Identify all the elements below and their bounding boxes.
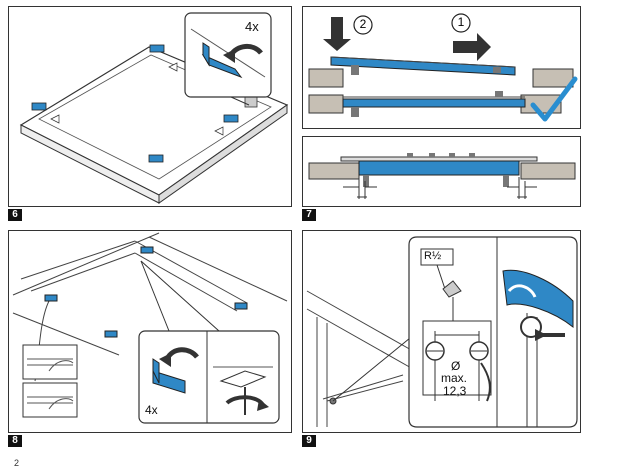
clamp-top-icon <box>149 44 165 53</box>
diameter-symbol-label: Ø <box>451 359 461 373</box>
figure-7-panel-bottom <box>302 136 581 207</box>
page-number: 2 <box>14 458 20 468</box>
arrow-down-icon <box>323 17 351 51</box>
figure-7-panel-top: 2 1 <box>302 6 581 129</box>
figure-8-panel: 4x <box>8 230 292 433</box>
figure-8-number: 8 <box>8 435 22 447</box>
diameter-value-label: 12,3 <box>443 384 467 398</box>
figure-8-illustration <box>12 232 288 424</box>
thread-size-label: R½ <box>424 250 442 262</box>
figure-9-illustration <box>306 236 578 428</box>
figure-6-illustration <box>19 12 289 204</box>
clamp-left-icon <box>31 102 47 111</box>
figure-8-count-label: 4x <box>145 403 158 417</box>
step-2-circle <box>353 15 373 35</box>
figure-9-panel: R½ Ø max. 12,3 <box>302 230 581 433</box>
clamp-right-icon <box>223 114 239 123</box>
figure-6-number: 6 <box>8 209 22 221</box>
figure-7-number: 7 <box>302 209 316 221</box>
figure-6-panel: 4x <box>8 6 292 207</box>
clamp-bottom-icon <box>148 154 164 163</box>
checkmark-icon <box>530 76 578 122</box>
step-1-circle <box>451 13 471 33</box>
figure-6-count-label: 4x <box>245 19 259 34</box>
figure-7-bottom-illustration <box>308 153 576 199</box>
diameter-max-label: max. <box>441 371 468 385</box>
step-1-label: 1 <box>457 15 465 29</box>
figure-7-top-illustration <box>308 13 578 122</box>
step-2-label: 2 <box>359 17 367 31</box>
figure-9-number: 9 <box>302 435 316 447</box>
arrow-right-icon <box>453 33 491 61</box>
